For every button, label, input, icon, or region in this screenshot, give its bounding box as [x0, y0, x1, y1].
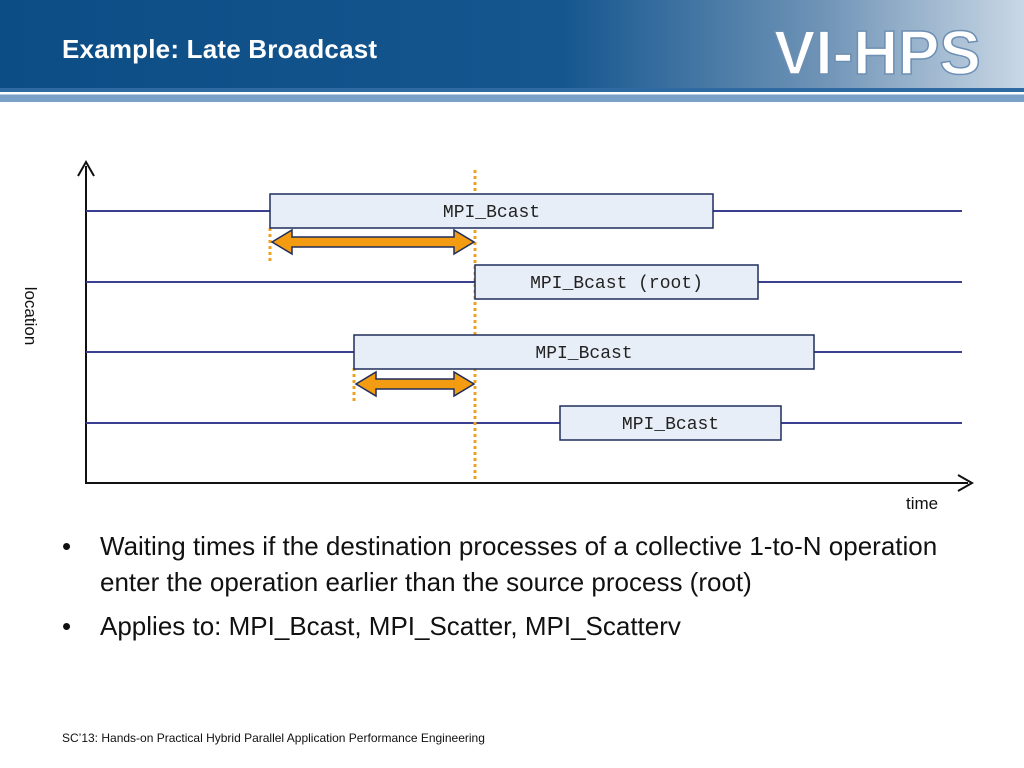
- bullet-text: Applies to: MPI_Bcast, MPI_Scatter, MPI_…: [100, 611, 681, 641]
- waiting-time-arrow-1: [270, 228, 476, 256]
- y-axis-arrowhead: [77, 159, 95, 177]
- bullet-item: • Waiting times if the destination proces…: [62, 528, 962, 600]
- logo-text: VI-HPS: [774, 19, 981, 82]
- bullet-dot-icon: •: [62, 611, 72, 641]
- x-axis-arrowhead: [957, 474, 975, 492]
- waiting-time-arrow-3: [354, 370, 476, 398]
- mpi-bcast-box-4: [559, 405, 782, 441]
- mpi-bcast-box-1: [269, 193, 714, 229]
- mpi-bcast-root-box: [474, 264, 759, 300]
- bullet-text: Waiting times if the destination process…: [100, 531, 938, 597]
- y-axis-label: location: [21, 286, 40, 346]
- slide-title: Example: Late Broadcast: [62, 34, 378, 64]
- mpi-bcast-box-3: [353, 334, 815, 370]
- x-axis-label: time: [906, 494, 939, 513]
- mpi-bcast-box-3-label: MPI_Bcast: [535, 344, 632, 364]
- bullet-dot-icon: •: [62, 531, 72, 561]
- bullet-item: • Applies to: MPI_Bcast, MPI_Scatter, MPI…: [62, 608, 962, 644]
- header-rule: [0, 88, 1024, 102]
- vi-hps-logo-icon: VI-HPS: [773, 18, 981, 82]
- mpi-bcast-box-1-label: MPI_Bcast: [443, 203, 540, 223]
- mpi-bcast-root-box-label: MPI_Bcast (root): [530, 274, 703, 294]
- slide-header: [0, 0, 1024, 88]
- bullet-list: • Waiting times if the destination proces…: [62, 528, 962, 652]
- slide-footer: SC’13: Hands-on Practical Hybrid Paralle…: [62, 731, 485, 745]
- mpi-bcast-box-4-label: MPI_Bcast: [622, 415, 719, 435]
